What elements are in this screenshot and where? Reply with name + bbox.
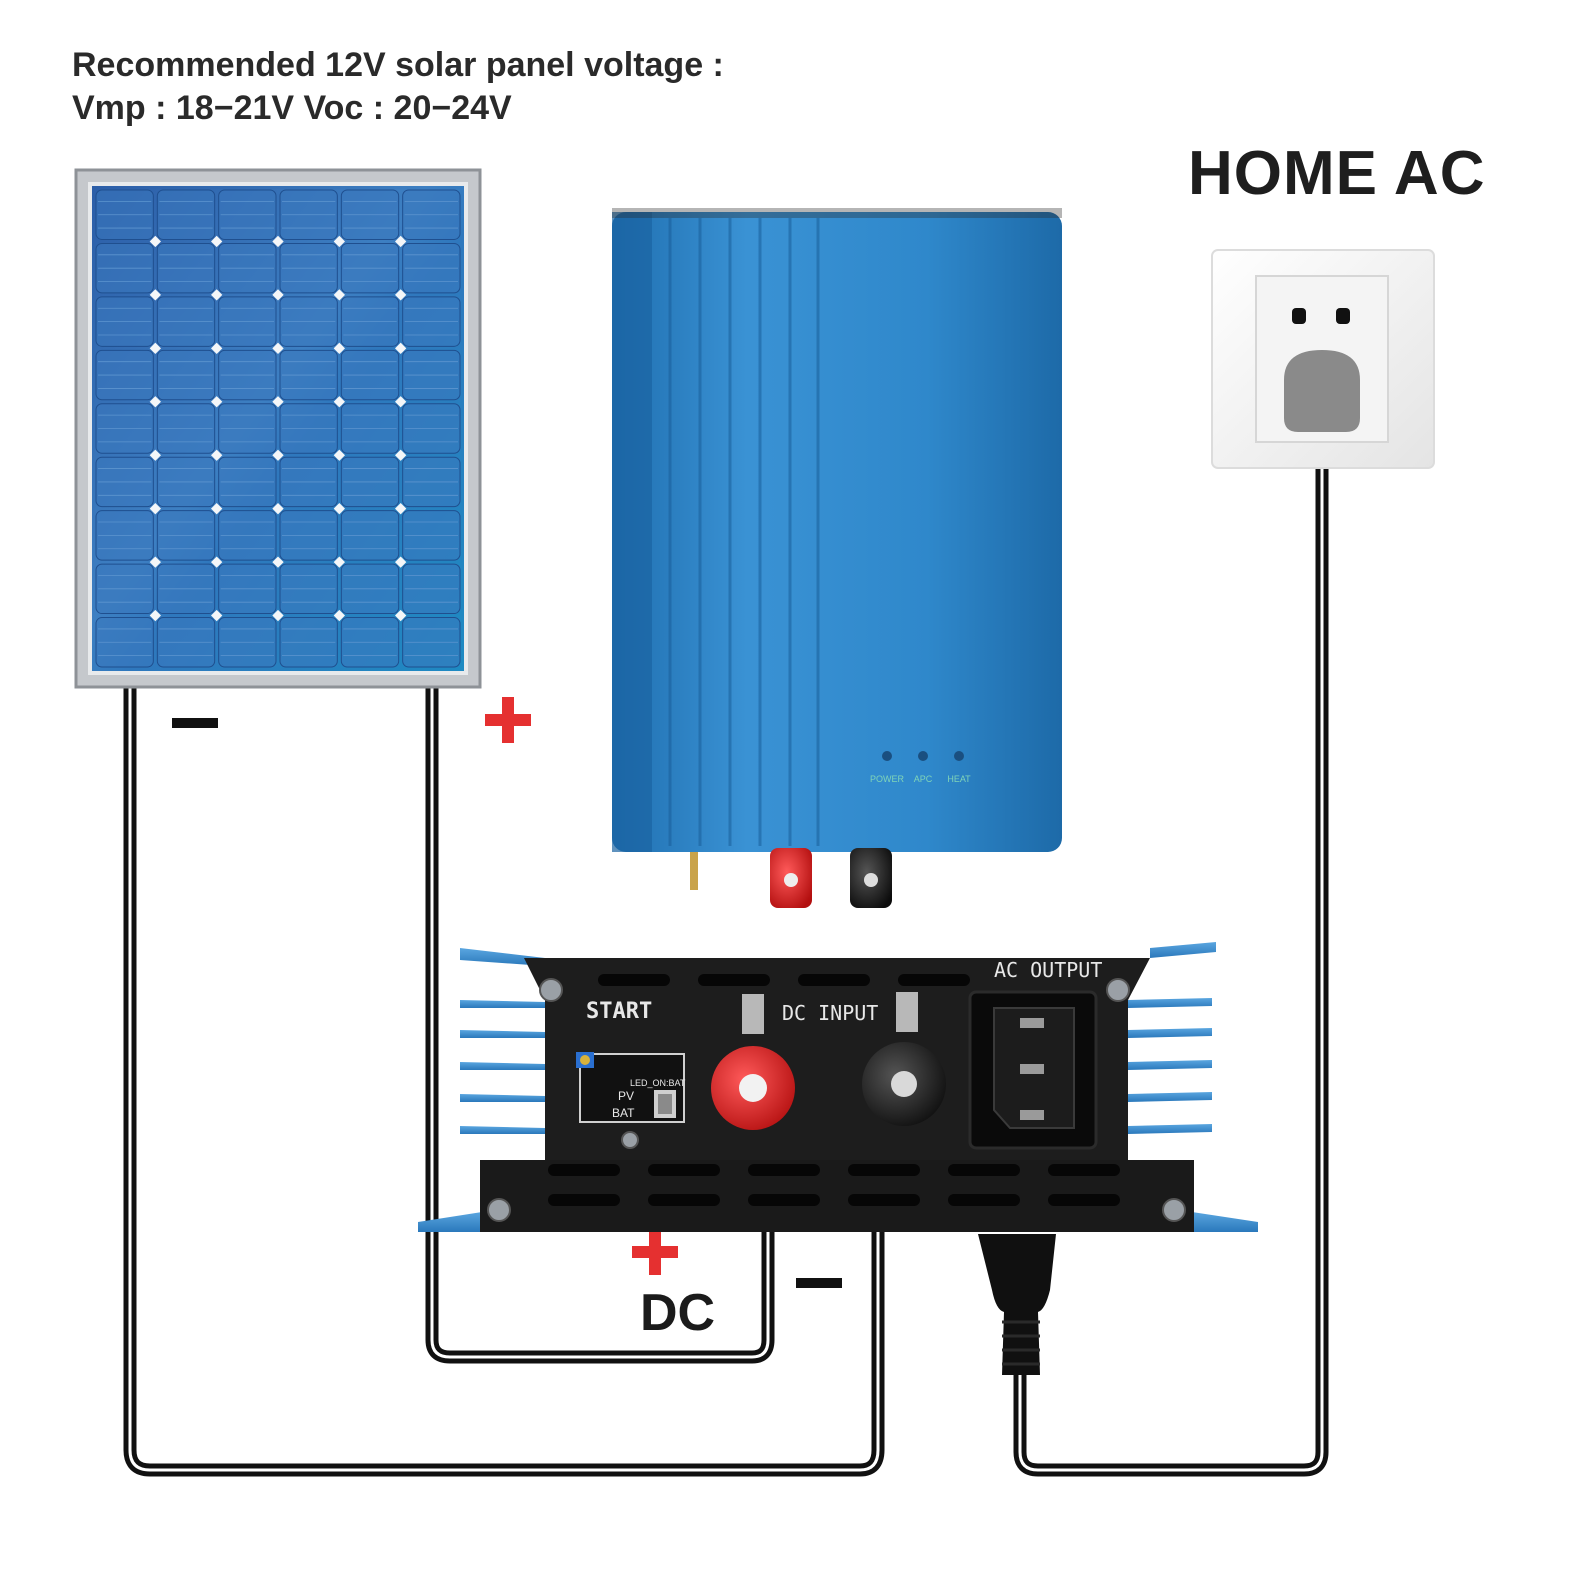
cell-corner-diamond — [149, 289, 161, 301]
switch-pv: PV — [618, 1089, 634, 1103]
inverter-ribs — [668, 218, 820, 846]
switch-bat: BAT — [612, 1106, 635, 1120]
cell-corner-diamond — [395, 609, 407, 622]
cell-corner-diamond — [149, 556, 161, 568]
dc-input-label: DC INPUT — [782, 1001, 878, 1025]
panel-screws — [487, 978, 1186, 1222]
wall-socket — [1211, 249, 1435, 469]
start-label: START — [586, 999, 652, 1024]
cell-corner-diamond — [333, 609, 345, 622]
socket-plug — [1284, 350, 1360, 432]
cell-corner-diamond — [395, 449, 407, 461]
led-power-label: POWER — [870, 774, 905, 784]
cell-corner-diamond — [333, 556, 345, 568]
cell-corner-diamond — [272, 449, 284, 461]
solar-cells — [95, 189, 461, 668]
voltage-line-1: Recommended 12V solar panel voltage : — [72, 46, 724, 84]
cell-corner-diamond — [211, 342, 223, 354]
cell-corner-diamond — [211, 556, 223, 568]
vent-slots — [548, 974, 1120, 1206]
inverter-front-panel: START DC INPUT AC OUTPUT LED_ON:BAT PV B… — [418, 942, 1258, 1232]
cell-corner-diamond — [272, 235, 284, 248]
switch-title: LED_ON:BAT — [630, 1078, 686, 1088]
cell-corner-diamond — [395, 556, 407, 568]
home-ac-label: HOME AC — [1188, 139, 1486, 208]
dc-negative-marker — [796, 1278, 842, 1288]
led-power: POWER — [870, 751, 905, 784]
cell-corner-diamond — [211, 396, 223, 408]
voltage-recommendation: Recommended 12V solar panel voltage : Vm… — [72, 44, 724, 130]
cell-corner-diamond — [149, 342, 161, 354]
top-black-terminal — [850, 848, 892, 908]
socket-slot-left — [1292, 308, 1306, 324]
led-apc: APC — [914, 751, 933, 784]
inverter-unit: POWER APC HEAT — [612, 208, 1062, 908]
cell-corner-diamond — [211, 449, 223, 461]
dc-negative-terminal[interactable] — [862, 992, 946, 1126]
cell-corner-diamond — [272, 289, 284, 301]
led-heat-label: HEAT — [947, 774, 971, 784]
dc-label: DC — [640, 1284, 715, 1342]
cell-corner-diamond — [149, 449, 161, 461]
cell-corner-diamond — [272, 556, 284, 568]
cell-corner-diamond — [395, 342, 407, 354]
panel-positive-marker — [485, 697, 531, 743]
ac-output-socket[interactable] — [968, 990, 1098, 1150]
cell-corner-diamond — [395, 235, 407, 248]
cell-corner-diamond — [149, 396, 161, 408]
socket-slot-right — [1336, 308, 1350, 324]
cell-corner-diamond — [395, 289, 407, 301]
cell-corner-diamond — [272, 609, 284, 622]
cell-corner-diamond — [333, 342, 345, 354]
ac-plug — [978, 1234, 1056, 1375]
cell-corner-diamond — [211, 609, 223, 622]
cable-highlights — [128, 440, 1324, 1472]
cell-corner-diamond — [333, 289, 345, 301]
solar-panel — [74, 168, 482, 689]
cell-corner-diamond — [333, 449, 345, 461]
cell-corner-diamond — [211, 289, 223, 301]
voltage-line-2: Vmp : 18−21V Voc : 20−24V — [72, 89, 512, 127]
cell-corner-diamond — [333, 235, 345, 248]
ac-output-label: AC OUTPUT — [994, 958, 1102, 982]
top-red-terminal — [770, 848, 812, 908]
heat-sink-fins — [418, 942, 1258, 1232]
adjust-screw — [690, 852, 698, 890]
cell-corner-diamond — [395, 396, 407, 408]
led-heat: HEAT — [947, 751, 971, 784]
dc-positive-terminal[interactable] — [711, 994, 795, 1130]
panel-negative-marker — [172, 718, 218, 728]
cell-corner-diamond — [272, 396, 284, 408]
led-apc-label: APC — [914, 774, 933, 784]
mode-switch[interactable]: LED_ON:BAT PV BAT — [576, 1052, 686, 1123]
cell-corner-diamond — [333, 396, 345, 408]
dc-positive-marker — [632, 1229, 678, 1275]
cell-corner-diamond — [149, 235, 161, 248]
cell-corner-diamond — [211, 235, 223, 248]
cell-corner-diamond — [272, 342, 284, 354]
cell-corner-diamond — [149, 609, 161, 622]
